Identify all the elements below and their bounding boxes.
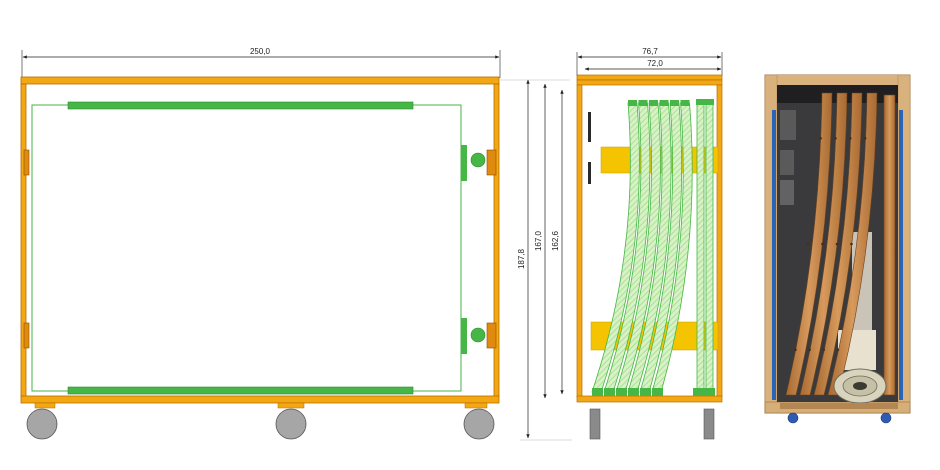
curved-panel-cap-3 [649, 100, 658, 106]
front-view: 250,0 [20, 47, 501, 440]
plank-screw [834, 137, 837, 140]
curved-panel-cap-2 [638, 100, 648, 106]
curved-panel-cap-5 [670, 100, 679, 106]
body-height-label: 167,0 [534, 230, 543, 251]
side-foot-left [589, 408, 601, 440]
curved-panel-cap-4 [659, 100, 669, 106]
plank-screw [850, 242, 853, 246]
curved-panel-foot-1 [592, 388, 603, 396]
front-top-rail [67, 101, 414, 110]
packed-crate-photo [764, 74, 911, 424]
plank-screw [822, 348, 825, 352]
curved-panel-foot-3 [616, 388, 627, 396]
plank-screw [836, 348, 840, 352]
inner-depth-label: 72,0 [647, 59, 663, 68]
photo-plank-1 [785, 92, 833, 396]
strap-roll [833, 368, 887, 404]
wheel-left [26, 408, 58, 440]
curved-panel-foot-2 [604, 388, 615, 396]
front-width-dimension: 250,0 [21, 47, 501, 78]
curved-panel-cap-6 [680, 100, 690, 106]
plank-screw [794, 348, 797, 352]
plank-screw [849, 137, 852, 140]
height-dimensions: 187,8 167,0 162,6 [500, 79, 572, 441]
plank-screw [821, 242, 824, 246]
front-clamp-bottom [461, 318, 486, 354]
outer-depth-label: 76,7 [642, 47, 658, 56]
front-clamp-top [461, 145, 486, 181]
straight-glass-panels [693, 99, 715, 396]
photo-plank-3 [813, 92, 863, 396]
front-bottom-rail [67, 386, 414, 395]
curved-panel-foot-5 [640, 388, 651, 396]
plank-screw [819, 137, 822, 140]
curved-glass-panels [591, 100, 693, 396]
wheel-middle [275, 408, 307, 440]
curved-panel-cap-1 [628, 100, 637, 106]
curved-panel-foot-4 [628, 388, 639, 396]
plank-screw [806, 242, 810, 246]
side-depth-dimensions: 76,7 72,0 [576, 47, 723, 76]
total-height-label: 187,8 [517, 248, 526, 269]
plank-screw [863, 137, 867, 140]
curved-panel-foot-6 [652, 388, 663, 396]
plank-screw [835, 242, 839, 246]
side-view: 76,7 72,0 [576, 47, 723, 440]
front-frame [20, 76, 500, 404]
photo-plank-2 [799, 92, 848, 396]
wheel-right [463, 408, 495, 440]
side-foot-right [703, 408, 715, 440]
front-wheels [26, 402, 495, 440]
front-width-label: 250,0 [250, 47, 271, 56]
side-frame [576, 74, 723, 403]
front-glass-outline [31, 104, 462, 392]
inner-height-label: 162,6 [551, 230, 560, 251]
plank-screw [808, 348, 811, 352]
